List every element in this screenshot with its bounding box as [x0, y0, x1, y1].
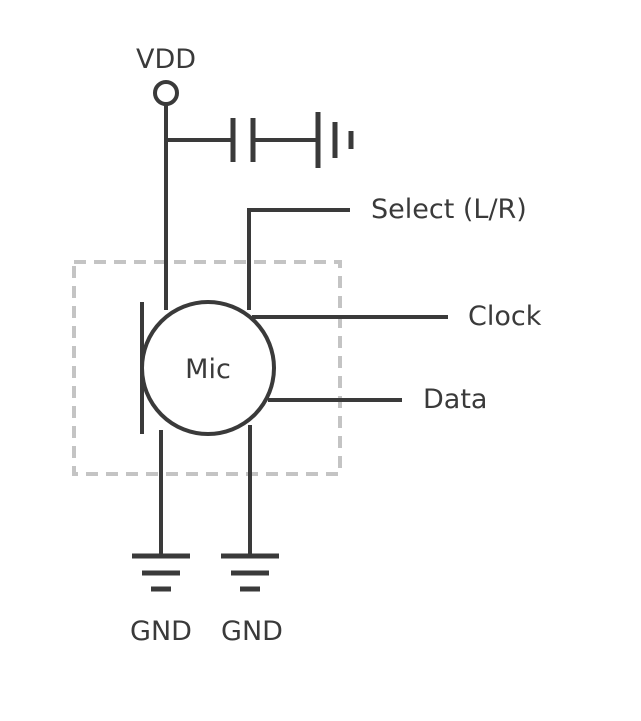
select-wire — [247, 208, 350, 310]
select-label: Select (L/R) — [371, 194, 527, 225]
mic-package-outline — [72, 260, 342, 476]
vdd-terminal — [153, 80, 179, 106]
vdd-label: VDD — [136, 44, 196, 75]
gnd-left-icon — [132, 553, 190, 592]
clock-label: Clock — [468, 301, 542, 332]
gnd-right-label: GND — [221, 616, 283, 647]
gnd-right-icon — [221, 553, 279, 592]
mic-label: Mic — [185, 354, 231, 385]
mic-body — [140, 300, 276, 436]
capacitor-ground-icon — [315, 112, 354, 168]
data-label: Data — [423, 384, 487, 415]
gnd-left-label: GND — [130, 616, 192, 647]
